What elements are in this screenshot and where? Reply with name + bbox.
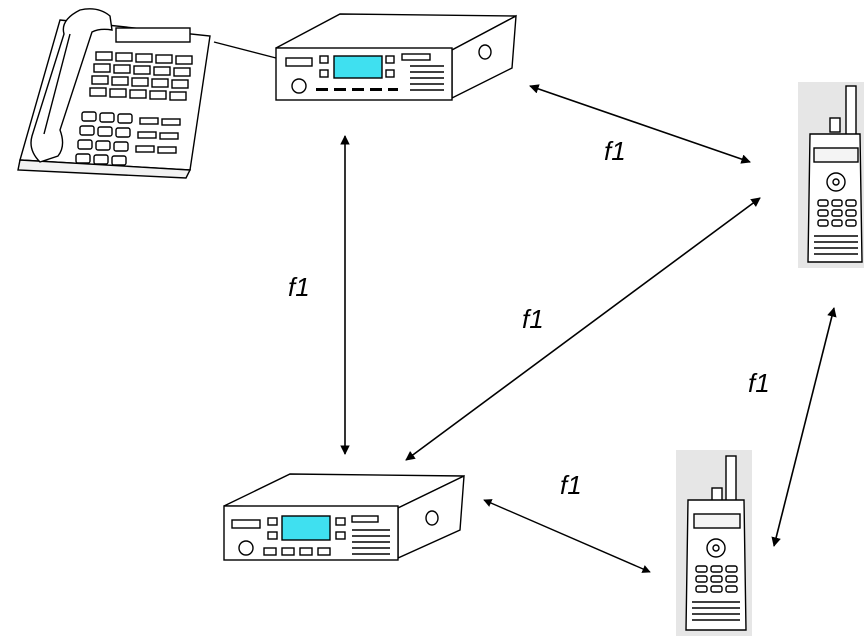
link-base-top-to-handheld-top: [529, 84, 751, 164]
link-label: f1: [288, 272, 310, 302]
link-base-bottom-to-handheld-top: [405, 197, 761, 461]
base-station-bottom-icon: [223, 473, 465, 561]
link-label: f1: [522, 304, 544, 334]
telephone-icon: [17, 8, 277, 179]
link-handheld-top-to-handheld-bottom: [771, 307, 837, 547]
link-label: f1: [604, 136, 626, 166]
base-station-top-icon: [275, 13, 517, 101]
link-label: f1: [560, 470, 582, 500]
link-label: f1: [748, 368, 770, 398]
link-base-bottom-to-handheld-bottom: [483, 499, 651, 573]
handheld-radio-bottom-icon: [676, 450, 752, 636]
handheld-radio-top-icon: [798, 82, 864, 268]
